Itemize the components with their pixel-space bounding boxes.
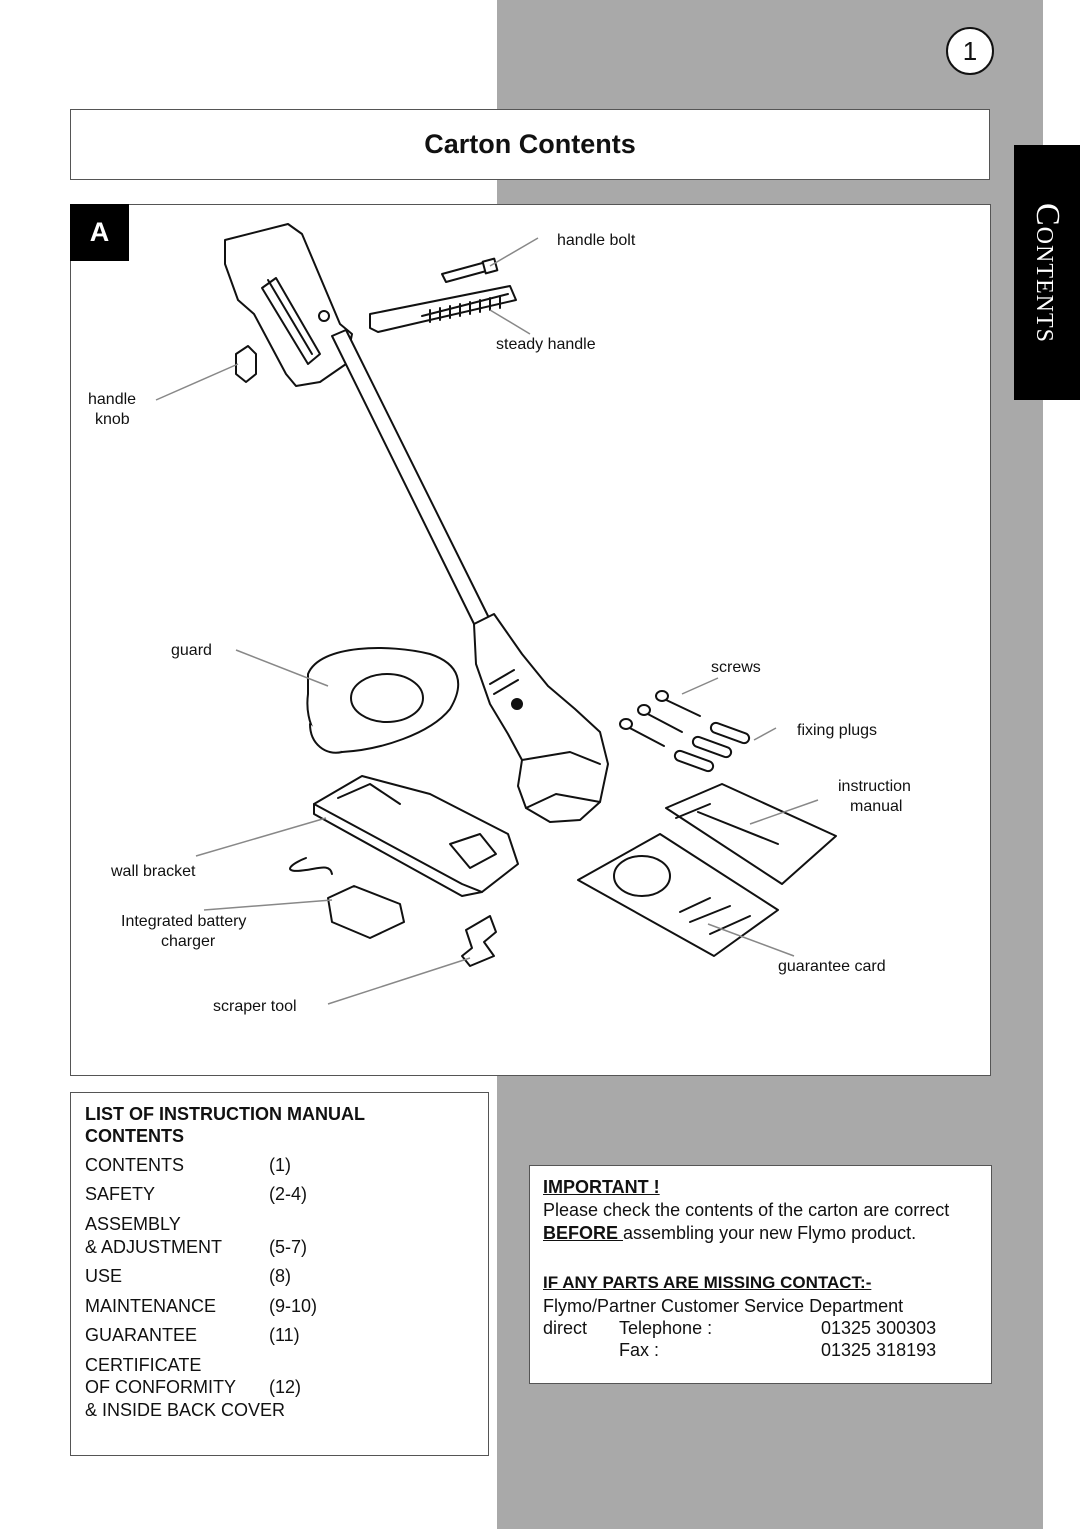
label-handle-bolt: handle bolt	[557, 232, 636, 249]
direct-label: direct	[543, 1318, 588, 1338]
screws-drawing	[619, 690, 701, 747]
manual-contents-list: LIST OF INSTRUCTION MANUAL CONTENTS CONT…	[70, 1092, 489, 1456]
label-scraper-tool: scraper tool	[213, 998, 297, 1015]
list-item-pages: (2-4)	[269, 1184, 308, 1204]
important-heading: IMPORTANT !	[543, 1177, 660, 1197]
figure-letter: A	[70, 204, 129, 261]
label-fixing-plugs: fixing plugs	[797, 722, 878, 739]
label-screws: screws	[711, 659, 761, 676]
fax-label: Fax :	[619, 1340, 660, 1360]
page-number: 1	[946, 27, 994, 75]
list-item-pages: (5-7)	[269, 1237, 308, 1257]
important-text: Please check the contents of the carton …	[543, 1199, 983, 1244]
label-handle-knob-line1: handle	[88, 391, 137, 408]
label-guard: guard	[171, 642, 212, 659]
list-item-pages: (12)	[269, 1377, 302, 1397]
trimmer-shaft-drawing	[331, 329, 493, 633]
title-box: Carton Contents	[70, 109, 990, 180]
label-charger-line1: Integrated battery	[121, 913, 247, 930]
list-heading: LIST OF INSTRUCTION MANUAL CONTENTS	[85, 1103, 365, 1147]
guard-drawing	[306, 647, 460, 754]
list-item-name: CERTIFICATE	[85, 1355, 202, 1375]
list-item-name: ASSEMBLY	[85, 1214, 181, 1234]
telephone-number: 01325 300303	[821, 1318, 937, 1338]
list-item-name: & INSIDE BACK COVER	[85, 1400, 286, 1420]
page-title: Carton Contents	[424, 129, 636, 159]
list-item-pages: (11)	[269, 1325, 300, 1345]
trimmer-handle-drawing	[224, 223, 353, 387]
label-handle-knob-line2: knob	[95, 411, 130, 428]
important-text-part2: assembling your new Flymo product.	[623, 1222, 917, 1243]
label-instruction-manual-line1: instruction	[838, 778, 911, 795]
list-item-pages: (9-10)	[269, 1296, 318, 1316]
steady-handle-drawing	[369, 285, 517, 333]
list-item-name: MAINTENANCE	[85, 1296, 217, 1316]
list-heading-line2: CONTENTS	[85, 1126, 184, 1146]
label-steady-handle: steady handle	[496, 336, 596, 353]
leader-lines	[155, 237, 819, 1005]
department-name: Flymo/Partner Customer Service Departmen…	[543, 1296, 904, 1316]
carton-parts-illustration	[155, 223, 837, 1005]
list-item-pages: (8)	[269, 1266, 291, 1286]
label-guarantee-card: guarantee card	[778, 958, 886, 975]
important-text-part1: Please check the contents of the carton …	[543, 1200, 950, 1220]
important-text-before: BEFORE	[543, 1222, 624, 1243]
list-heading-line1: LIST OF INSTRUCTION MANUAL	[85, 1104, 365, 1124]
guarantee-card-drawing	[577, 833, 779, 957]
figure-panel	[70, 204, 991, 1076]
list-item-name: & ADJUSTMENT	[85, 1237, 223, 1257]
list-item-name: OF CONFORMITY	[85, 1377, 236, 1397]
wall-bracket-drawing	[313, 775, 519, 897]
label-charger-line2: charger	[161, 933, 216, 950]
fax-number: 01325 318193	[821, 1340, 937, 1360]
label-instruction-manual-line2: manual	[850, 798, 903, 815]
instruction-manual-drawing	[665, 783, 837, 885]
list-item-name: USE	[85, 1266, 123, 1286]
section-tab: Contents	[1014, 145, 1080, 400]
label-wall-bracket: wall bracket	[111, 863, 196, 880]
list-item-name: GUARANTEE	[85, 1325, 198, 1345]
fixing-plugs-drawing	[673, 721, 751, 773]
handle-bolt-drawing	[441, 257, 499, 283]
scraper-tool-drawing	[461, 915, 497, 967]
important-notice: IMPORTANT ! Please check the contents of…	[529, 1165, 992, 1384]
list-item-name: CONTENTS	[85, 1155, 184, 1175]
telephone-label: Telephone :	[619, 1318, 713, 1338]
section-tab-label: Contents	[1029, 202, 1066, 343]
missing-parts-heading: IF ANY PARTS ARE MISSING CONTACT:-	[543, 1273, 872, 1292]
handle-knob-drawing	[235, 345, 257, 383]
charger-drawing	[289, 857, 405, 939]
trimmer-head-drawing	[473, 613, 609, 823]
list-item-name: SAFETY	[85, 1184, 156, 1204]
list-item-pages: (1)	[269, 1155, 291, 1175]
